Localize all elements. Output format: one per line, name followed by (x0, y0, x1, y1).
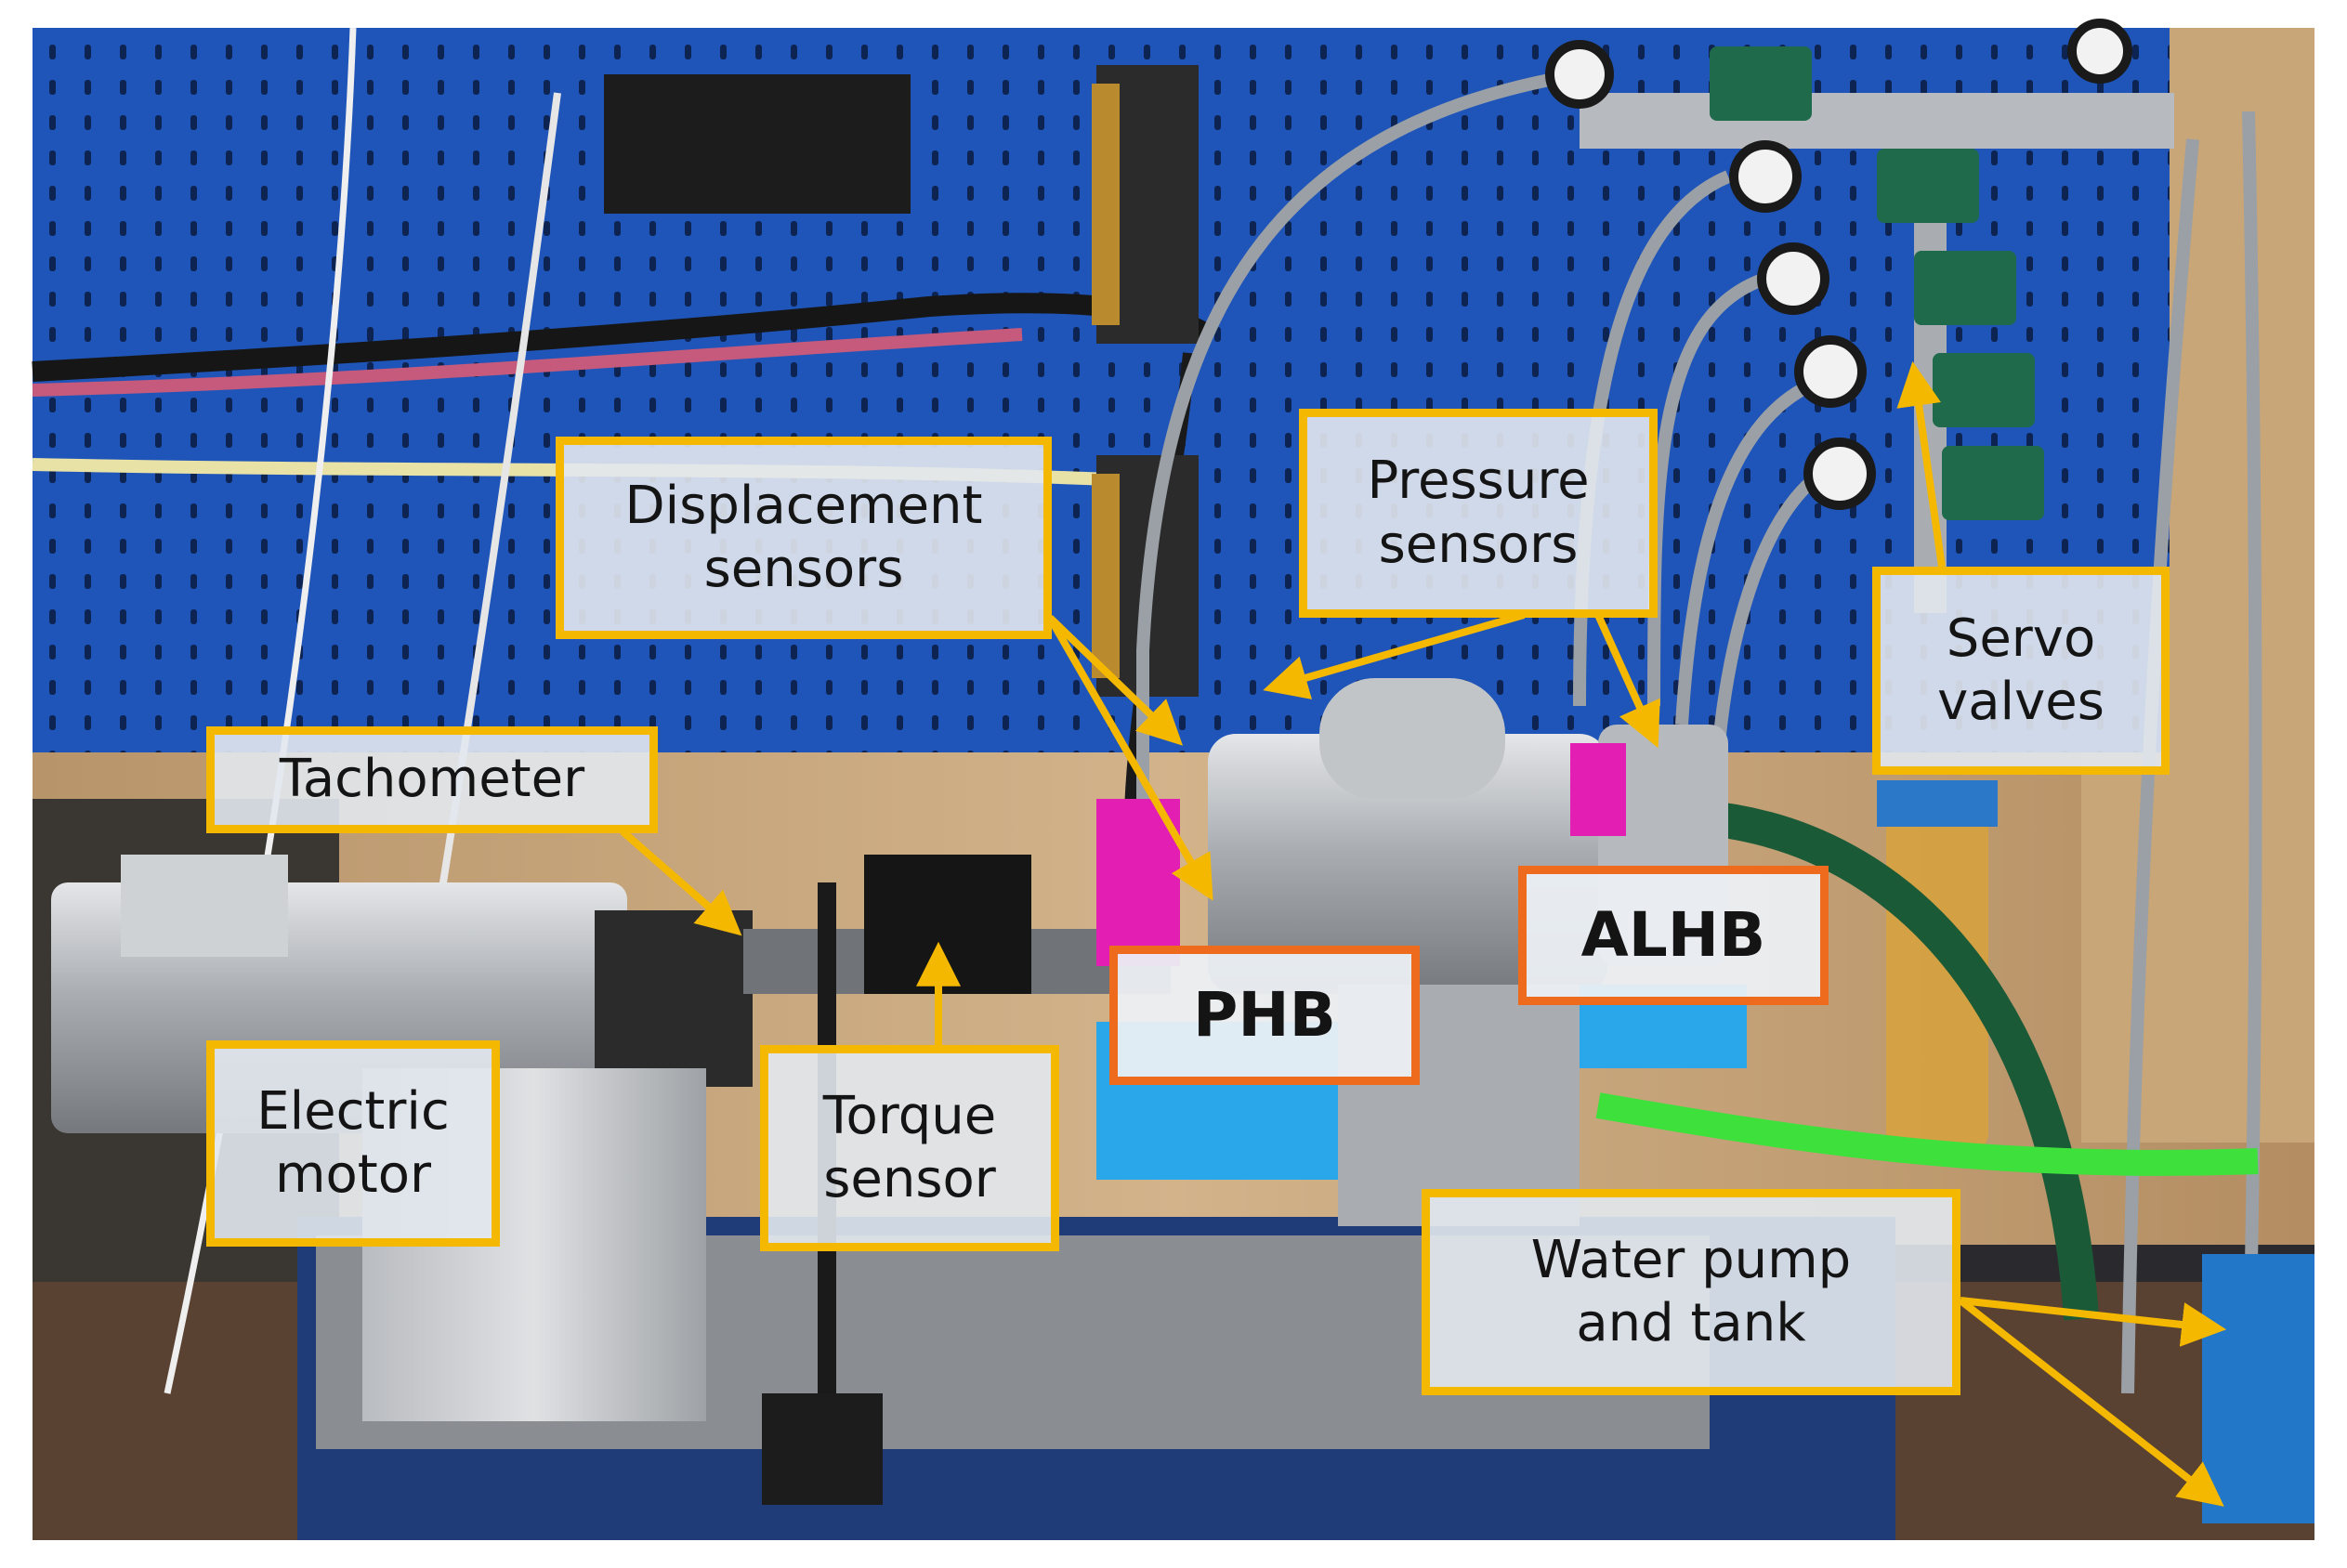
pressure-sensors-label: Pressure sensors (1299, 409, 1658, 618)
pressure-gauges (1545, 19, 2132, 510)
electric-motor-label: Electric motor (206, 1040, 500, 1247)
water-tank (2202, 1254, 2314, 1523)
phb-label: PHB (1109, 946, 1420, 1085)
callout-arrows (620, 360, 2227, 1507)
displacement-sensors-label: Displacement sensors (556, 437, 1052, 639)
tachometer-label: Tachometer (206, 726, 658, 833)
water-pump-tank-label: Water pump and tank (1422, 1189, 1960, 1395)
servo-valves-label: Servo valves (1872, 567, 2170, 775)
torque-sensor-label: Torque sensor (760, 1045, 1059, 1251)
alhb-label: ALHB (1518, 866, 1829, 1005)
servo-valve-bodies (1710, 46, 2044, 520)
